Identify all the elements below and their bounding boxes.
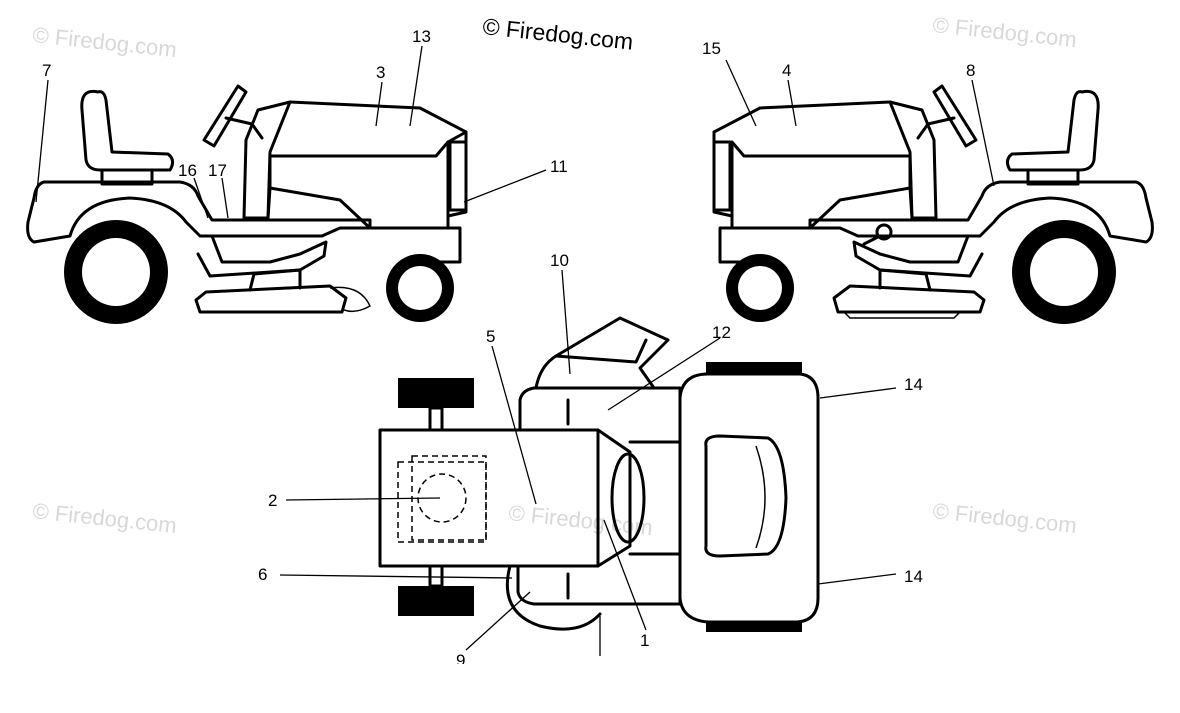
watermark-faint: © Firedog.com — [931, 498, 1077, 538]
callout-1: 1 — [640, 631, 649, 650]
tractor-right-side-view — [712, 84, 1154, 324]
front-hub-left — [398, 266, 442, 310]
watermark-faint: © Firedog.com — [31, 498, 177, 538]
deck-bottom-top — [505, 564, 602, 631]
rear-axle-bottom — [428, 564, 444, 588]
discharge-chute-left — [329, 286, 371, 313]
callout-4: 4 — [782, 61, 791, 80]
callout-13: 13 — [412, 27, 431, 46]
callout-15: 15 — [702, 39, 721, 58]
callout-11: 11 — [550, 157, 568, 176]
hood-edge-left — [446, 130, 468, 144]
callout-3: 3 — [376, 63, 385, 82]
callout-10: 10 — [550, 251, 569, 270]
rear-tire-bottom — [398, 586, 474, 616]
tractor-top-view — [378, 316, 820, 632]
callout-7: 7 — [42, 61, 51, 80]
seat-support-left — [100, 168, 154, 186]
tractor-left-side-view — [26, 84, 468, 324]
grille-left — [448, 140, 468, 212]
hood-bump-top — [704, 434, 788, 558]
rear-tire-top — [398, 378, 474, 408]
deck-link-left — [248, 268, 302, 292]
watermark-faint: © Firedog.com — [507, 500, 653, 540]
seat-front-top — [596, 428, 632, 568]
hood-top — [678, 372, 820, 624]
watermark-faint: © Firedog.com — [931, 12, 1077, 52]
hood-left — [268, 100, 468, 218]
engine-cover-left — [268, 154, 450, 230]
watermark-main: © Firedog.com — [481, 13, 634, 55]
hood-bump-line — [755, 445, 766, 549]
seat-deck-top — [378, 428, 600, 568]
footrest-left — [196, 234, 328, 278]
console-left — [242, 100, 292, 220]
front-tire-top — [706, 362, 802, 374]
seat-outline-dashed — [397, 461, 487, 543]
front-tire-bottom — [706, 622, 802, 632]
rear-axle-top — [428, 406, 444, 432]
callout-8: 8 — [966, 61, 975, 80]
rear-hub-left — [82, 238, 150, 306]
chute-edge-top — [554, 338, 648, 364]
callout-12: 12 — [712, 323, 731, 342]
mower-deck-left — [194, 284, 348, 314]
callout-16: 16 — [178, 161, 197, 180]
callout-14-bottom: 14 — [904, 567, 923, 586]
steering-top — [610, 452, 646, 544]
steering-column-left — [224, 116, 264, 140]
callout-9: 9 — [456, 651, 465, 670]
discharge-chute-top — [534, 316, 670, 390]
seat-left — [80, 89, 175, 172]
cover-line-left — [266, 186, 272, 220]
leader-lines — [35, 45, 995, 656]
callout-14-top: 14 — [904, 375, 923, 394]
callout-5: 5 — [486, 327, 495, 346]
callout-6: 6 — [258, 565, 267, 584]
bottom-crop-mask — [0, 664, 1180, 713]
steering-wheel-left — [202, 84, 248, 148]
callout-17: 17 — [208, 161, 227, 180]
rear-fender-left — [26, 180, 372, 244]
watermark-faint: © Firedog.com — [31, 22, 177, 62]
callout-2: 2 — [268, 491, 277, 510]
